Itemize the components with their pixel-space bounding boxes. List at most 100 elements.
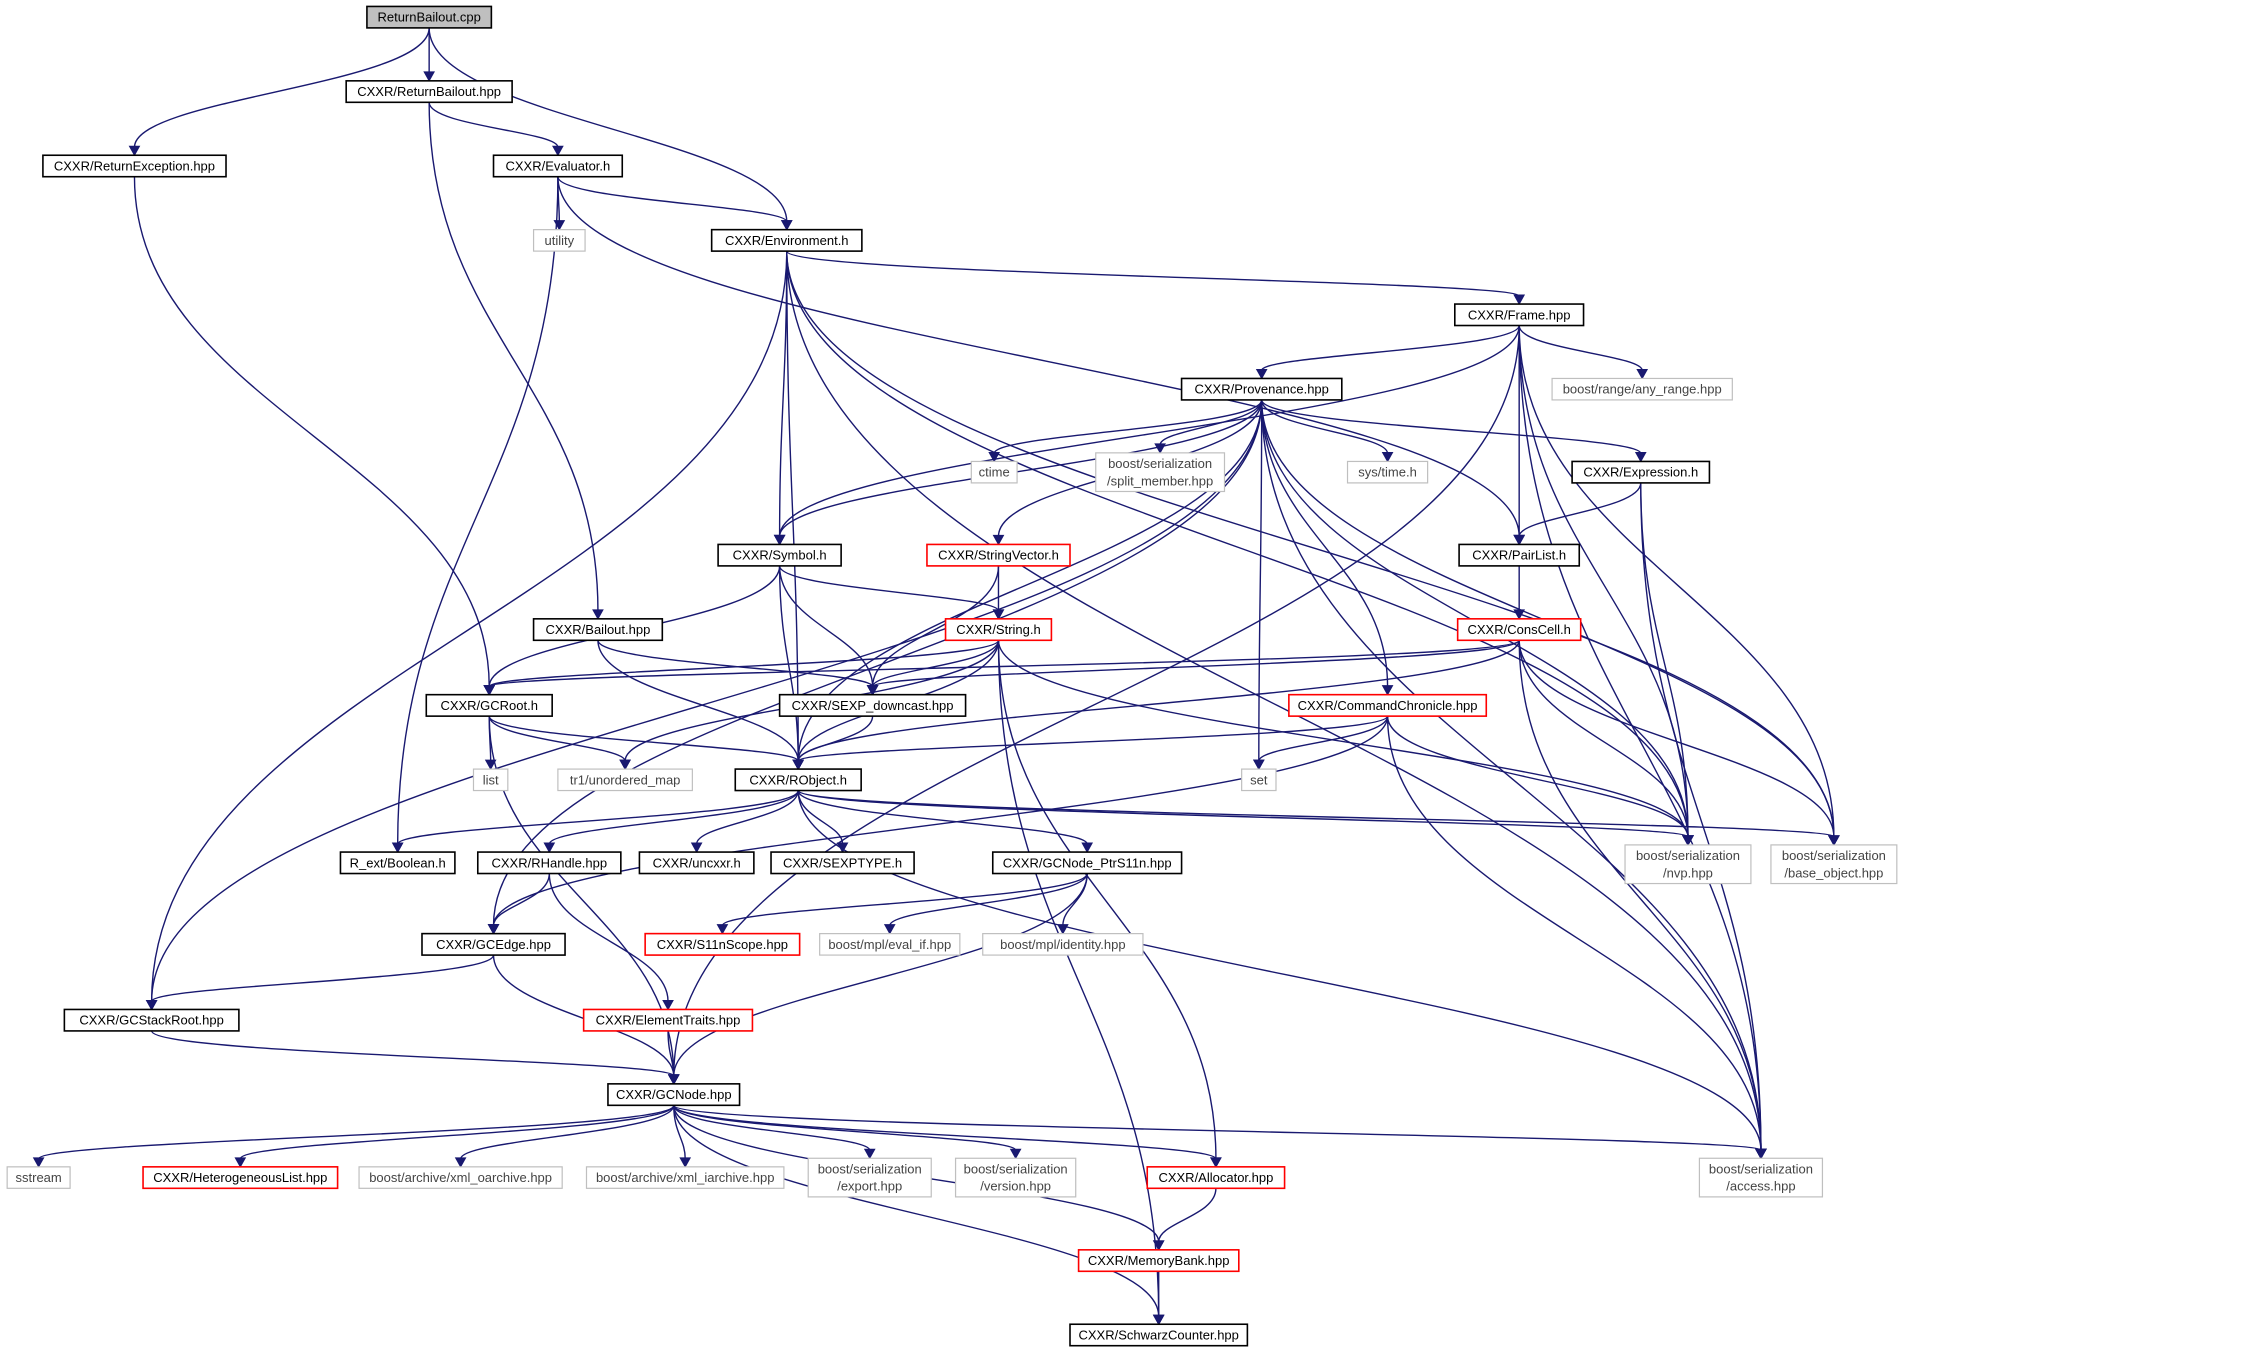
node-frame_hpp[interactable]: CXXR/Frame.hpp (1454, 303, 1585, 327)
node-box-elementtraits_hpp (582, 1008, 754, 1032)
arrowhead-robject_h-to-r_ext_boolean_h (391, 842, 404, 854)
node-box-sexp_downcast_hpp (778, 693, 967, 717)
node-box-eval_if_hpp (819, 933, 961, 956)
edge-string_h-to-allocator_hpp (997, 640, 1217, 1159)
arrowhead-conscell_h-to-gcroot_h (483, 685, 496, 696)
edge-sexp_downcast_hpp-to-robject_h (797, 716, 874, 762)
node-robject_h[interactable]: CXXR/RObject.h (734, 768, 862, 792)
arrowhead-gcnode_hpp-to-sstream (32, 1157, 45, 1168)
edge-gcnode_hpp-to-heterogeneouslist_hpp (239, 1104, 675, 1160)
node-box-base_object_hpp (1770, 844, 1898, 885)
edge-environment_h-to-frame_hpp (786, 250, 1520, 297)
node-gcroot_h[interactable]: CXXR/GCRoot.h (425, 693, 553, 717)
node-schwarzcounter_hpp[interactable]: CXXR/SchwarzCounter.hpp (1069, 1323, 1249, 1347)
node-label-returnbailout_hpp: CXXR/ReturnBailout.hpp (357, 84, 501, 99)
edge-gcnode_hpp-to-sstream (37, 1104, 675, 1160)
edge-rhandle_hpp-to-elementtraits_hpp (548, 873, 669, 1002)
node-evaluator_h[interactable]: CXXR/Evaluator.h (492, 154, 624, 178)
node-r_ext_boolean_h[interactable]: R_ext/Boolean.h (339, 851, 456, 875)
edge-string_h-to-sexp_downcast_hpp (871, 640, 1000, 687)
node-stringvector_h[interactable]: CXXR/StringVector.h (926, 543, 1071, 567)
node-rhandle_hpp[interactable]: CXXR/RHandle.hpp (476, 851, 622, 875)
edge-string_h-to-gcroot_h (488, 639, 1000, 688)
edge-gcnode_hpp-to-allocator_hpp (673, 1104, 1217, 1160)
node-label-frame_hpp: CXXR/Frame.hpp (1468, 307, 1571, 322)
edge-environment_h-to-base_object_hpp (786, 251, 1835, 837)
node-heterogeneouslist_hpp[interactable]: CXXR/HeterogeneousList.hpp (142, 1166, 339, 1190)
edge-provenance_hpp-to-gcstackroot_hpp (150, 399, 1263, 1002)
arrowhead-environment_h-to-frame_hpp (1513, 294, 1526, 306)
edge-provenance_hpp-to-expression_h (1260, 399, 1642, 455)
arrowhead-gcedge_hpp-to-gcstackroot_hpp (145, 999, 158, 1011)
node-label-uncxxr_h: CXXR/uncxxr.h (653, 855, 741, 870)
node-box-returnbailout_hpp (345, 80, 513, 104)
edge-provenance_hpp-to-symbol_h (778, 399, 1263, 537)
node-symbol_h[interactable]: CXXR/Symbol.h (717, 543, 842, 567)
edge-string_h-to-nvp_hpp (997, 640, 1689, 837)
node-label-string_h: CXXR/String.h (956, 622, 1041, 637)
node-box-utility (532, 229, 586, 252)
node-box-tr1_unordered_map (557, 768, 693, 792)
node-allocator_hpp[interactable]: CXXR/Allocator.hpp (1146, 1166, 1286, 1190)
node-gcedge_hpp[interactable]: CXXR/GCEdge.hpp (421, 932, 566, 956)
edge-commandchronicle_hpp-to-set (1258, 715, 1389, 762)
node-gcnode_hpp[interactable]: CXXR/GCNode.hpp (607, 1083, 741, 1107)
arrowhead-gcroot_h-to-list (484, 759, 497, 771)
edge-gcnode_ptrs11n_hpp-to-eval_if_hpp (889, 873, 1088, 926)
node-s11nscope_hpp[interactable]: CXXR/S11nScope.hpp (644, 932, 801, 956)
node-uncxxr_h[interactable]: CXXR/uncxxr.h (638, 851, 755, 875)
edge-expression_h-to-nvp_hpp (1640, 482, 1689, 837)
node-environment_h[interactable]: CXXR/Environment.h (710, 228, 863, 252)
node-label-base_object_hpp: boost/serialization (1782, 848, 1886, 863)
arrowhead-gcroot_h-to-tr1_unordered_map (619, 759, 631, 771)
node-memorybank_hpp[interactable]: CXXR/MemoryBank.hpp (1077, 1249, 1240, 1273)
node-label-access_hpp: /access.hpp (1726, 1179, 1795, 1194)
node-box-gcroot_h (425, 693, 553, 717)
node-string_h[interactable]: CXXR/String.h (944, 618, 1053, 642)
node-label-s11nscope_hpp: CXXR/S11nScope.hpp (657, 937, 788, 952)
edge-commandchronicle_hpp-to-access_hpp (1386, 716, 1762, 1151)
node-label-memorybank_hpp: CXXR/MemoryBank.hpp (1088, 1253, 1230, 1268)
node-conscell_h[interactable]: CXXR/ConsCell.h (1456, 618, 1582, 642)
edge-robject_h-to-rhandle_hpp (548, 790, 799, 845)
arrowhead-gcnode_hpp-to-access_hpp (1755, 1148, 1767, 1160)
node-sexp_downcast_hpp[interactable]: CXXR/SEXP_downcast.hpp (778, 693, 967, 717)
node-label-evaluator_h: CXXR/Evaluator.h (505, 158, 610, 173)
arrowhead-elementtraits_hpp-to-gcnode_hpp (667, 1074, 680, 1085)
node-access_hpp: boost/serialization/access.hpp (1698, 1157, 1824, 1198)
node-returnbailout_hpp[interactable]: CXXR/ReturnBailout.hpp (345, 80, 513, 104)
arrowhead-commandchronicle_hpp-to-set (1252, 759, 1265, 771)
node-elementtraits_hpp[interactable]: CXXR/ElementTraits.hpp (582, 1008, 754, 1032)
node-box-sexptype_h (770, 851, 915, 875)
node-expression_h[interactable]: CXXR/Expression.h (1571, 460, 1711, 484)
arrowhead-returnbailout_cpp-to-returnexception_hpp (128, 145, 141, 157)
node-label-conscell_h: CXXR/ConsCell.h (1468, 622, 1571, 637)
arrowhead-evaluator_h-to-environment_h (780, 220, 793, 231)
node-box-environment_h (710, 228, 863, 252)
node-box-expression_h (1571, 460, 1711, 484)
node-provenance_hpp[interactable]: CXXR/Provenance.hpp (1180, 377, 1343, 401)
arrowhead-gcnode_hpp-to-heterogeneouslist_hpp (234, 1157, 247, 1168)
node-sexptype_h[interactable]: CXXR/SEXPTYPE.h (770, 851, 915, 875)
node-list: list (472, 768, 509, 792)
node-returnexception_hpp[interactable]: CXXR/ReturnException.hpp (42, 154, 227, 178)
node-label-returnexception_hpp: CXXR/ReturnException.hpp (54, 158, 215, 173)
node-commandchronicle_hpp[interactable]: CXXR/CommandChronicle.hpp (1288, 693, 1488, 717)
edge-string_h-to-schwarzcounter_hpp (997, 640, 1160, 1317)
node-bailout_hpp[interactable]: CXXR/Bailout.hpp (532, 618, 664, 642)
arrowhead-robject_h-to-uncxxr_h (690, 842, 703, 854)
edge-environment_h-to-robject_h (786, 251, 799, 762)
node-label-export_hpp: boost/serialization (818, 1161, 922, 1176)
node-pairlist_h[interactable]: CXXR/PairList.h (1458, 543, 1581, 567)
edge-robject_h-to-access_hpp (797, 790, 1762, 1151)
edge-expression_h-to-pairlist_h (1518, 482, 1642, 537)
node-box-access_hpp (1698, 1157, 1824, 1198)
node-nvp_hpp: boost/serialization/nvp.hpp (1624, 844, 1752, 885)
node-box-ctime (970, 460, 1018, 484)
edge-robject_h-to-r_ext_boolean_h (396, 790, 799, 845)
node-box-frame_hpp (1454, 303, 1585, 327)
node-gcnode_ptrs11n_hpp[interactable]: CXXR/GCNode_PtrS11n.hpp (991, 851, 1183, 875)
node-gcstackroot_hpp[interactable]: CXXR/GCStackRoot.hpp (63, 1008, 240, 1032)
node-xml_oarchive_hpp: boost/archive/xml_oarchive.hpp (358, 1166, 563, 1189)
edge-commandchronicle_hpp-to-nvp_hpp (1386, 716, 1689, 837)
